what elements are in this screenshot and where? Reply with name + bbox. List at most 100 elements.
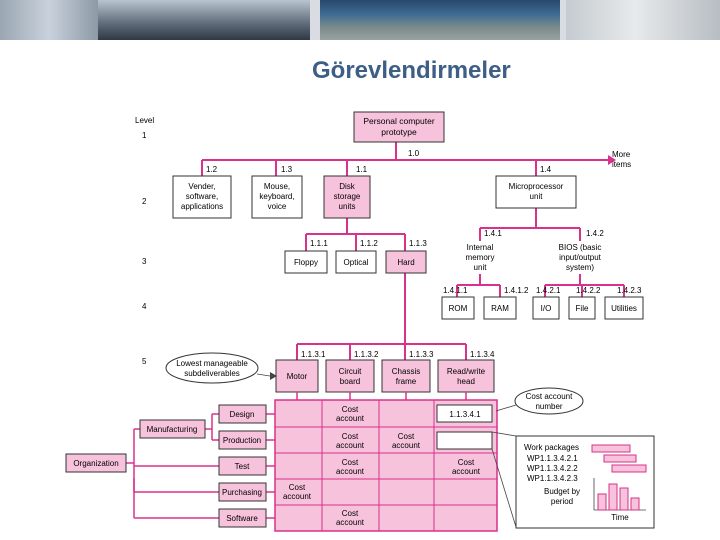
code-1-1-3-4: 1.1.3.4 <box>470 350 495 359</box>
wp-gantt-bar-3 <box>611 464 647 473</box>
mouse-line1: Mouse, <box>264 182 290 191</box>
code-1-1: 1.1 <box>356 165 368 174</box>
optical-label: Optical <box>344 258 369 267</box>
disk-line1: Disk <box>339 182 356 191</box>
node-mouse <box>251 175 303 219</box>
account-number-box <box>436 404 493 423</box>
bios-line1: BIOS (basic <box>559 243 602 252</box>
utilities-label: Utilities <box>611 304 637 313</box>
code-1-1-2: 1.1.2 <box>360 239 378 248</box>
code-1-1-3-1: 1.1.3.1 <box>301 350 326 359</box>
matrix-grid <box>275 400 497 531</box>
code-1-4-1: 1.4.1 <box>484 229 502 238</box>
account-number: 1.1.3.4.1 <box>449 410 481 419</box>
wp-gantt-bar-2 <box>603 454 637 463</box>
readwrite-line2: head <box>457 377 475 386</box>
work-packages-title: Work packages <box>524 443 579 452</box>
callout-account-line1: Cost account <box>526 392 573 401</box>
code-1-1-1: 1.1.1 <box>310 239 328 248</box>
code-1-1-3: 1.1.3 <box>409 239 427 248</box>
level-2-label: 2 <box>142 197 147 206</box>
org-test <box>218 456 267 476</box>
cost-r5c2-line1: Cost <box>342 509 359 518</box>
bios-line3: system) <box>566 263 594 272</box>
budget-bar-2 <box>608 483 618 511</box>
code-1-3: 1.3 <box>281 165 293 174</box>
level-4-label: 4 <box>142 302 147 311</box>
node-microprocessor <box>495 175 577 209</box>
work-package-box <box>436 431 493 450</box>
more-items-line1: More <box>612 150 631 159</box>
wp-3: WP1.1.3.4.2.3 <box>527 474 578 483</box>
building-photo <box>0 0 98 40</box>
org-manufacturing <box>139 419 206 439</box>
code-1-4-1-2: 1.4.1.2 <box>504 286 529 295</box>
org-production <box>218 430 267 450</box>
hard-label: Hard <box>397 258 414 267</box>
node-optical <box>335 250 377 274</box>
code-1-1-3-3: 1.1.3.3 <box>409 350 434 359</box>
root-line2: prototype <box>381 127 417 137</box>
code-1-4-2: 1.4.2 <box>586 229 604 238</box>
root-line1: Personal computer <box>363 116 435 126</box>
node-motor <box>275 359 319 393</box>
level-5-label: 5 <box>142 357 147 366</box>
wbs-connectors <box>201 142 625 360</box>
vender-line1: Vender, <box>188 182 215 191</box>
callout-line1: Lowest manageable <box>176 359 248 368</box>
org-test-label: Test <box>235 462 250 471</box>
node-utilities <box>604 296 644 320</box>
slide-title: Görevlendirmeler <box>312 57 511 84</box>
org-software-label: Software <box>226 514 258 523</box>
code-1-4-2-3: 1.4.2.3 <box>617 286 642 295</box>
cost-r4c1-line2: account <box>283 492 312 501</box>
budget-line2: period <box>551 497 573 506</box>
wp-gantt-bar-1 <box>591 444 631 453</box>
time-label: Time <box>611 513 629 522</box>
callout-line2: subdeliverables <box>184 369 240 378</box>
circuit-line1: Circuit <box>339 367 362 376</box>
cost-r2c3-line2: account <box>392 441 421 450</box>
org-software <box>218 508 267 528</box>
internal-line3: unit <box>474 263 488 272</box>
level-column: Level 1 2 3 4 5 <box>135 116 154 366</box>
node-ram <box>483 296 517 320</box>
cost-r2c2-line2: account <box>336 441 365 450</box>
pda-photo <box>566 0 720 40</box>
ram-label: RAM <box>491 304 509 313</box>
node-circuit-board <box>325 359 375 393</box>
level-3-label: 3 <box>142 257 147 266</box>
readwrite-line1: Read/write <box>447 367 486 376</box>
level-heading: Level <box>135 116 154 125</box>
code-1-2: 1.2 <box>206 165 218 174</box>
cost-r3c2-line1: Cost <box>342 458 359 467</box>
lowest-manageable-callout <box>165 352 259 384</box>
root-code: 1.0 <box>408 149 420 158</box>
budget-bar-4 <box>630 497 640 511</box>
cost-r4c1-line1: Cost <box>289 483 306 492</box>
header-banner <box>0 0 720 40</box>
org-purchasing-label: Purchasing <box>222 488 262 497</box>
micro-line1: Microprocessor <box>509 182 564 191</box>
node-vender <box>172 175 232 219</box>
rom-label: ROM <box>449 304 468 313</box>
bios-line2: input/output <box>559 253 602 262</box>
budget-bar-3 <box>619 487 629 511</box>
cost-r1c2-line2: account <box>336 414 365 423</box>
cost-r3c4-line2: account <box>452 467 481 476</box>
org-connectors <box>126 413 275 519</box>
chassis-line2: frame <box>396 377 417 386</box>
node-disk <box>323 175 371 219</box>
disk-line3: units <box>339 202 356 211</box>
wp-1: WP1.1.3.4.2.1 <box>527 454 578 463</box>
node-chassis-frame <box>381 359 431 393</box>
budget-bar-1 <box>597 493 607 511</box>
org-root <box>65 453 127 473</box>
wp-2: WP1.1.3.4.2.2 <box>527 464 578 473</box>
cost-r2c2-line1: Cost <box>342 432 359 441</box>
node-floppy <box>284 250 328 274</box>
node-read-write-head <box>437 359 495 393</box>
code-1-4: 1.4 <box>540 165 552 174</box>
node-file <box>568 296 596 320</box>
